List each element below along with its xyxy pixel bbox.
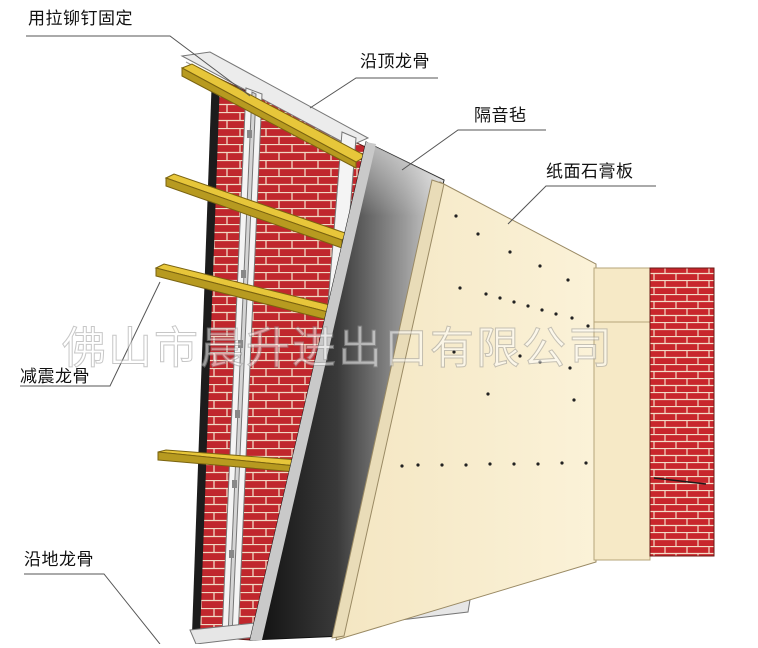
leader-damping <box>20 281 161 387</box>
label-rivet-fix: 用拉铆钉固定 <box>28 9 133 29</box>
watermark: 佛山市晨升进出口有限公司 <box>62 323 614 374</box>
leader-felt <box>401 129 546 171</box>
top-track-shape <box>180 51 370 147</box>
leader-top-track <box>309 77 438 109</box>
label-floor-track: 沿地龙骨 <box>24 550 94 570</box>
brick-wall-edge <box>192 74 220 636</box>
felt-edge <box>250 142 376 640</box>
label-sound-felt: 隔音毡 <box>474 106 527 126</box>
board-screws <box>400 214 590 468</box>
leader-rivet <box>26 35 251 97</box>
label-top-track: 沿顶龙骨 <box>360 52 430 72</box>
leader-board <box>507 185 656 225</box>
brick-column-right <box>649 267 715 557</box>
label-gypsum-board: 纸面石膏板 <box>546 162 634 182</box>
gypsum-board-edge <box>331 179 445 639</box>
board-panel-right <box>593 267 651 561</box>
damping-keels <box>154 63 368 473</box>
leader-floor <box>24 573 161 645</box>
leader-lines <box>20 35 656 645</box>
label-damping-keel: 减震龙骨 <box>20 367 90 387</box>
